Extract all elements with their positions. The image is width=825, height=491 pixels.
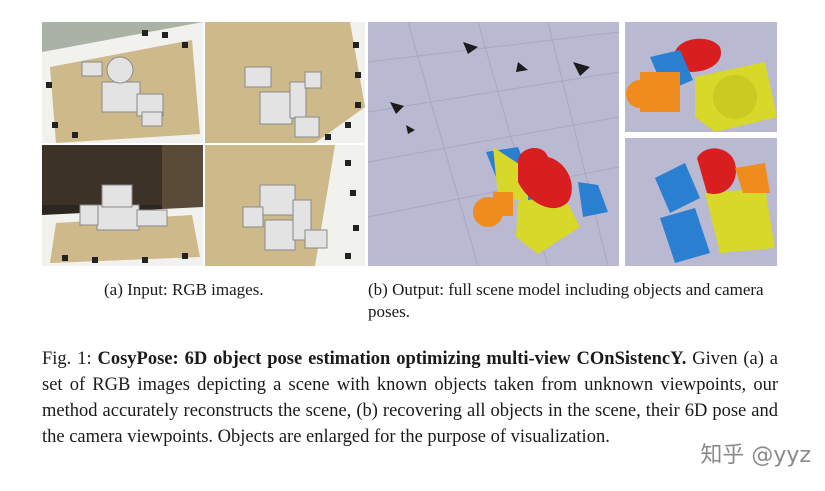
input-image-2 (205, 22, 365, 143)
output-closeup-1 (625, 22, 777, 132)
subfigure-a-caption: (a) Input: RGB images. (104, 280, 264, 299)
figure-label: Fig. 1: (42, 349, 92, 369)
figure-caption: Fig. 1: CosyPose: 6D object pose estimat… (42, 346, 778, 450)
input-image-4 (205, 145, 365, 266)
subfigure-b-caption: (b) Output: full scene model including o… (368, 280, 764, 321)
output-closeup-2 (625, 138, 777, 266)
camera-pose-markers (390, 42, 590, 134)
input-image-1 (42, 22, 203, 143)
figure-title: CosyPose: 6D object pose estimation opti… (97, 349, 687, 369)
figure-body: Given (a) a set of RGB images depicting … (42, 349, 779, 447)
input-image-3 (42, 145, 203, 266)
watermark: 知乎 @yyz (700, 443, 811, 468)
output-scene-render (368, 22, 619, 266)
